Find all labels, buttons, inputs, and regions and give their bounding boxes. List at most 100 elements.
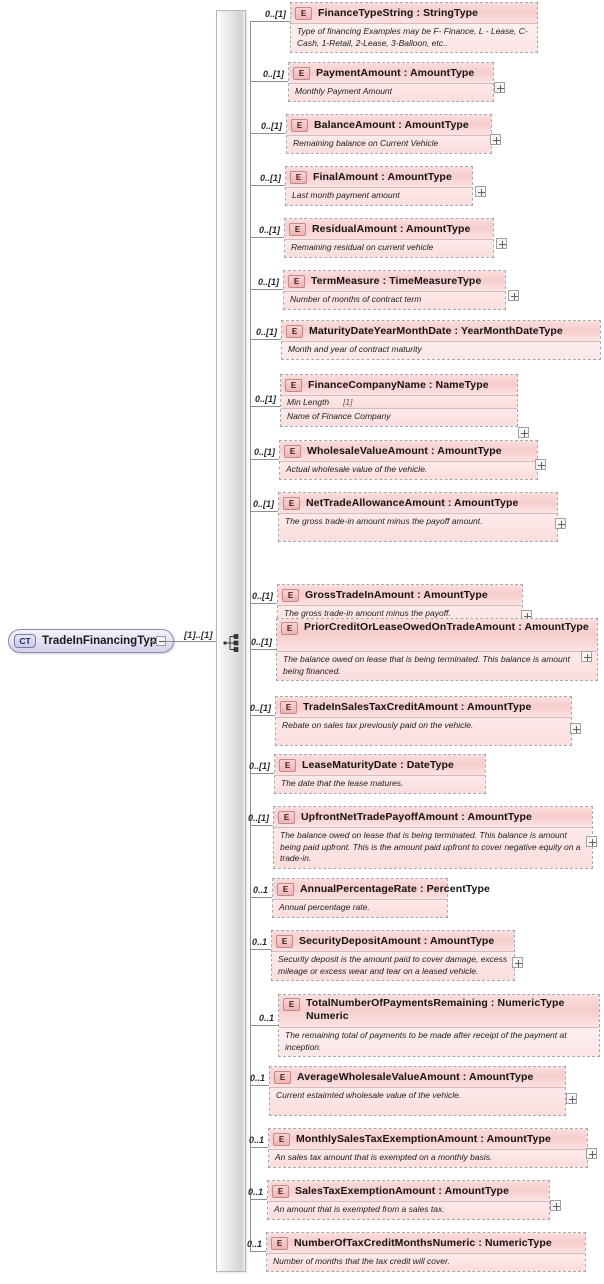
element-name: TradeInSalesTaxCreditAmount : AmountType — [303, 700, 532, 713]
element-documentation: An sales tax amount that is exempted on … — [269, 1149, 587, 1167]
element-documentation: The date that the lease matures. — [275, 775, 485, 793]
element-node[interactable]: E MonthlySalesTaxExemptionAmount : Amount… — [268, 1128, 588, 1168]
element-documentation: Current estaimted wholesale value of the… — [270, 1087, 565, 1115]
connector-stub — [250, 897, 272, 898]
expand-icon[interactable] — [586, 836, 597, 847]
cardinality-label: 0..[1] — [258, 225, 280, 235]
element-name: FinanceCompanyName : NameType — [308, 378, 489, 391]
cardinality-label: 0..[1] — [255, 327, 277, 337]
element-badge: E — [273, 1132, 290, 1146]
expand-icon[interactable] — [512, 957, 523, 968]
element-name: SecurityDepositAmount : AmountType — [299, 934, 495, 947]
cardinality-label: 0..[1] — [259, 173, 281, 183]
cardinality-label: 0..1 — [247, 1187, 263, 1197]
expand-icon[interactable] — [475, 186, 486, 197]
sequence-container-bar — [216, 10, 246, 1272]
element-documentation: An amount that is exempted from a sales … — [268, 1201, 549, 1219]
cardinality-label: 0..[1] — [248, 761, 270, 771]
element-badge: E — [283, 496, 300, 510]
expand-icon[interactable] — [581, 651, 592, 662]
expand-icon[interactable] — [496, 238, 507, 249]
connector-stub — [250, 1251, 266, 1252]
element-documentation: Remaining residual on current vehicle — [285, 239, 493, 257]
cardinality-label: 0..[1] — [264, 9, 286, 19]
root-connector-stub-right — [166, 641, 216, 642]
expand-icon[interactable] — [490, 134, 501, 145]
root-complextype-node[interactable]: CT TradeInFinancingType — [8, 629, 175, 653]
expand-icon[interactable] — [550, 1200, 561, 1211]
connector-spine — [250, 21, 251, 1251]
cardinality-label: 0..[1] — [257, 277, 279, 287]
expand-icon[interactable] — [555, 518, 566, 529]
connector-stub — [250, 185, 285, 186]
element-badge: E — [274, 1070, 291, 1084]
element-documentation: Remaining balance on Current Vehicle — [287, 135, 491, 153]
connector-stub — [250, 603, 277, 604]
collapse-icon[interactable] — [156, 636, 166, 646]
cardinality-label: 0..[1] — [249, 703, 271, 713]
element-badge: E — [278, 810, 295, 824]
expand-icon[interactable] — [535, 459, 546, 470]
connector-stub — [250, 773, 274, 774]
element-documentation: Actual wholesale value of the vehicle. — [280, 461, 537, 479]
element-name: TotalNumberOfPaymentsRemaining : Numeric… — [306, 997, 565, 1022]
expand-icon[interactable] — [566, 1093, 577, 1104]
element-node-header: E MonthlySalesTaxExemptionAmount : Amount… — [269, 1129, 587, 1149]
expand-icon[interactable] — [508, 290, 519, 301]
element-documentation: The balance owed on lease that is being … — [277, 651, 597, 680]
sequence-icon[interactable] — [223, 634, 243, 652]
element-documentation: The remaining total of payments to be ma… — [279, 1027, 599, 1056]
element-badge: E — [284, 444, 301, 458]
connector-stub — [250, 1025, 278, 1026]
element-documentation: Number of months of contract term — [284, 291, 505, 309]
element-documentation: Rebate on sales tax previously paid on t… — [276, 717, 571, 745]
cardinality-label: 0..1 — [251, 937, 267, 947]
element-name: ResidualAmount : AmountType — [312, 222, 471, 235]
cardinality-label: 0..1 — [252, 885, 268, 895]
expand-icon[interactable] — [518, 427, 529, 438]
expand-icon[interactable] — [586, 1148, 597, 1159]
element-name: NumberOfTaxCreditMonthsNumeric : Numeric… — [294, 1236, 552, 1249]
element-badge: E — [277, 882, 294, 896]
expand-icon[interactable] — [494, 82, 505, 93]
element-name: MonthlySalesTaxExemptionAmount : AmountT… — [296, 1132, 551, 1145]
element-name: TermMeasure : TimeMeasureType — [311, 274, 482, 287]
element-badge: E — [293, 66, 310, 80]
expand-icon[interactable] — [570, 723, 581, 734]
element-badge: E — [272, 1184, 289, 1198]
cardinality-label: 0..[1] — [252, 499, 274, 509]
